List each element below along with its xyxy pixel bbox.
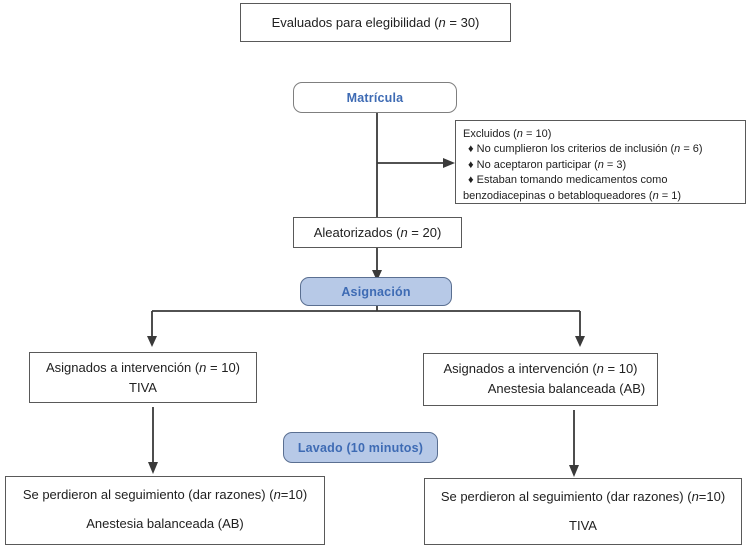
- excluded-title: Excluidos (n = 10): [463, 128, 552, 140]
- arrowhead-arm-right: [575, 336, 585, 347]
- eligibility-label: Evaluados para elegibilidad (n = 30): [271, 14, 480, 30]
- box-washout: Lavado (10 minutos): [283, 432, 438, 463]
- excluded-reason-3: ♦ Estaban tomando medicamentos como: [468, 174, 668, 187]
- randomized-label: Aleatorizados (n = 20): [313, 224, 442, 240]
- arrowhead-followup-right: [569, 465, 579, 477]
- arm-right-line1: Asignados a intervención (n = 10): [443, 361, 638, 376]
- arm-left-line2: TIVA: [129, 380, 157, 395]
- box-followup-left: Se perdieron al seguimiento (dar razones…: [5, 476, 325, 545]
- enrollment-label: Matrícula: [346, 90, 404, 105]
- excluded-reason-3-cont: benzodiacepinas o betabloqueadores (n = …: [463, 189, 682, 202]
- followup-right-line2: TIVA: [569, 518, 597, 533]
- box-followup-right: Se perdieron al seguimiento (dar razones…: [424, 478, 742, 545]
- box-excluded: Excluidos (n = 10) ♦ No cumplieron los c…: [455, 120, 746, 204]
- box-randomized: Aleatorizados (n = 20): [293, 217, 462, 248]
- followup-left-line2: Anestesia balanceada (AB): [86, 516, 244, 531]
- excluded-reason-2: ♦ No aceptaron participar (n = 3): [468, 158, 627, 171]
- box-arm-balanced: Asignados a intervención (n = 10) Aneste…: [423, 353, 658, 406]
- followup-right-line1: Se perdieron al seguimiento (dar razones…: [440, 489, 726, 504]
- arrowhead-allocation: [372, 270, 382, 281]
- arrowhead-followup-left: [148, 462, 158, 474]
- excluded-reason-1: ♦ No cumplieron los criterios de inclusi…: [468, 143, 703, 156]
- box-arm-tiva: Asignados a intervención (n = 10) TIVA: [29, 352, 257, 403]
- arrowhead-excluded: [443, 158, 455, 168]
- box-allocation: Asignación: [300, 277, 452, 306]
- arrowhead-arm-left: [147, 336, 157, 347]
- box-eligibility: Evaluados para elegibilidad (n = 30): [240, 3, 511, 42]
- allocation-label: Asignación: [341, 284, 411, 299]
- arm-left-line1: Asignados a intervención (n = 10): [45, 360, 241, 375]
- followup-left-line1: Se perdieron al seguimiento (dar razones…: [22, 487, 308, 502]
- washout-label: Lavado (10 minutos): [297, 440, 424, 455]
- box-enrollment: Matrícula: [293, 82, 457, 113]
- arm-right-line2: Anestesia balanceada (AB): [487, 381, 646, 396]
